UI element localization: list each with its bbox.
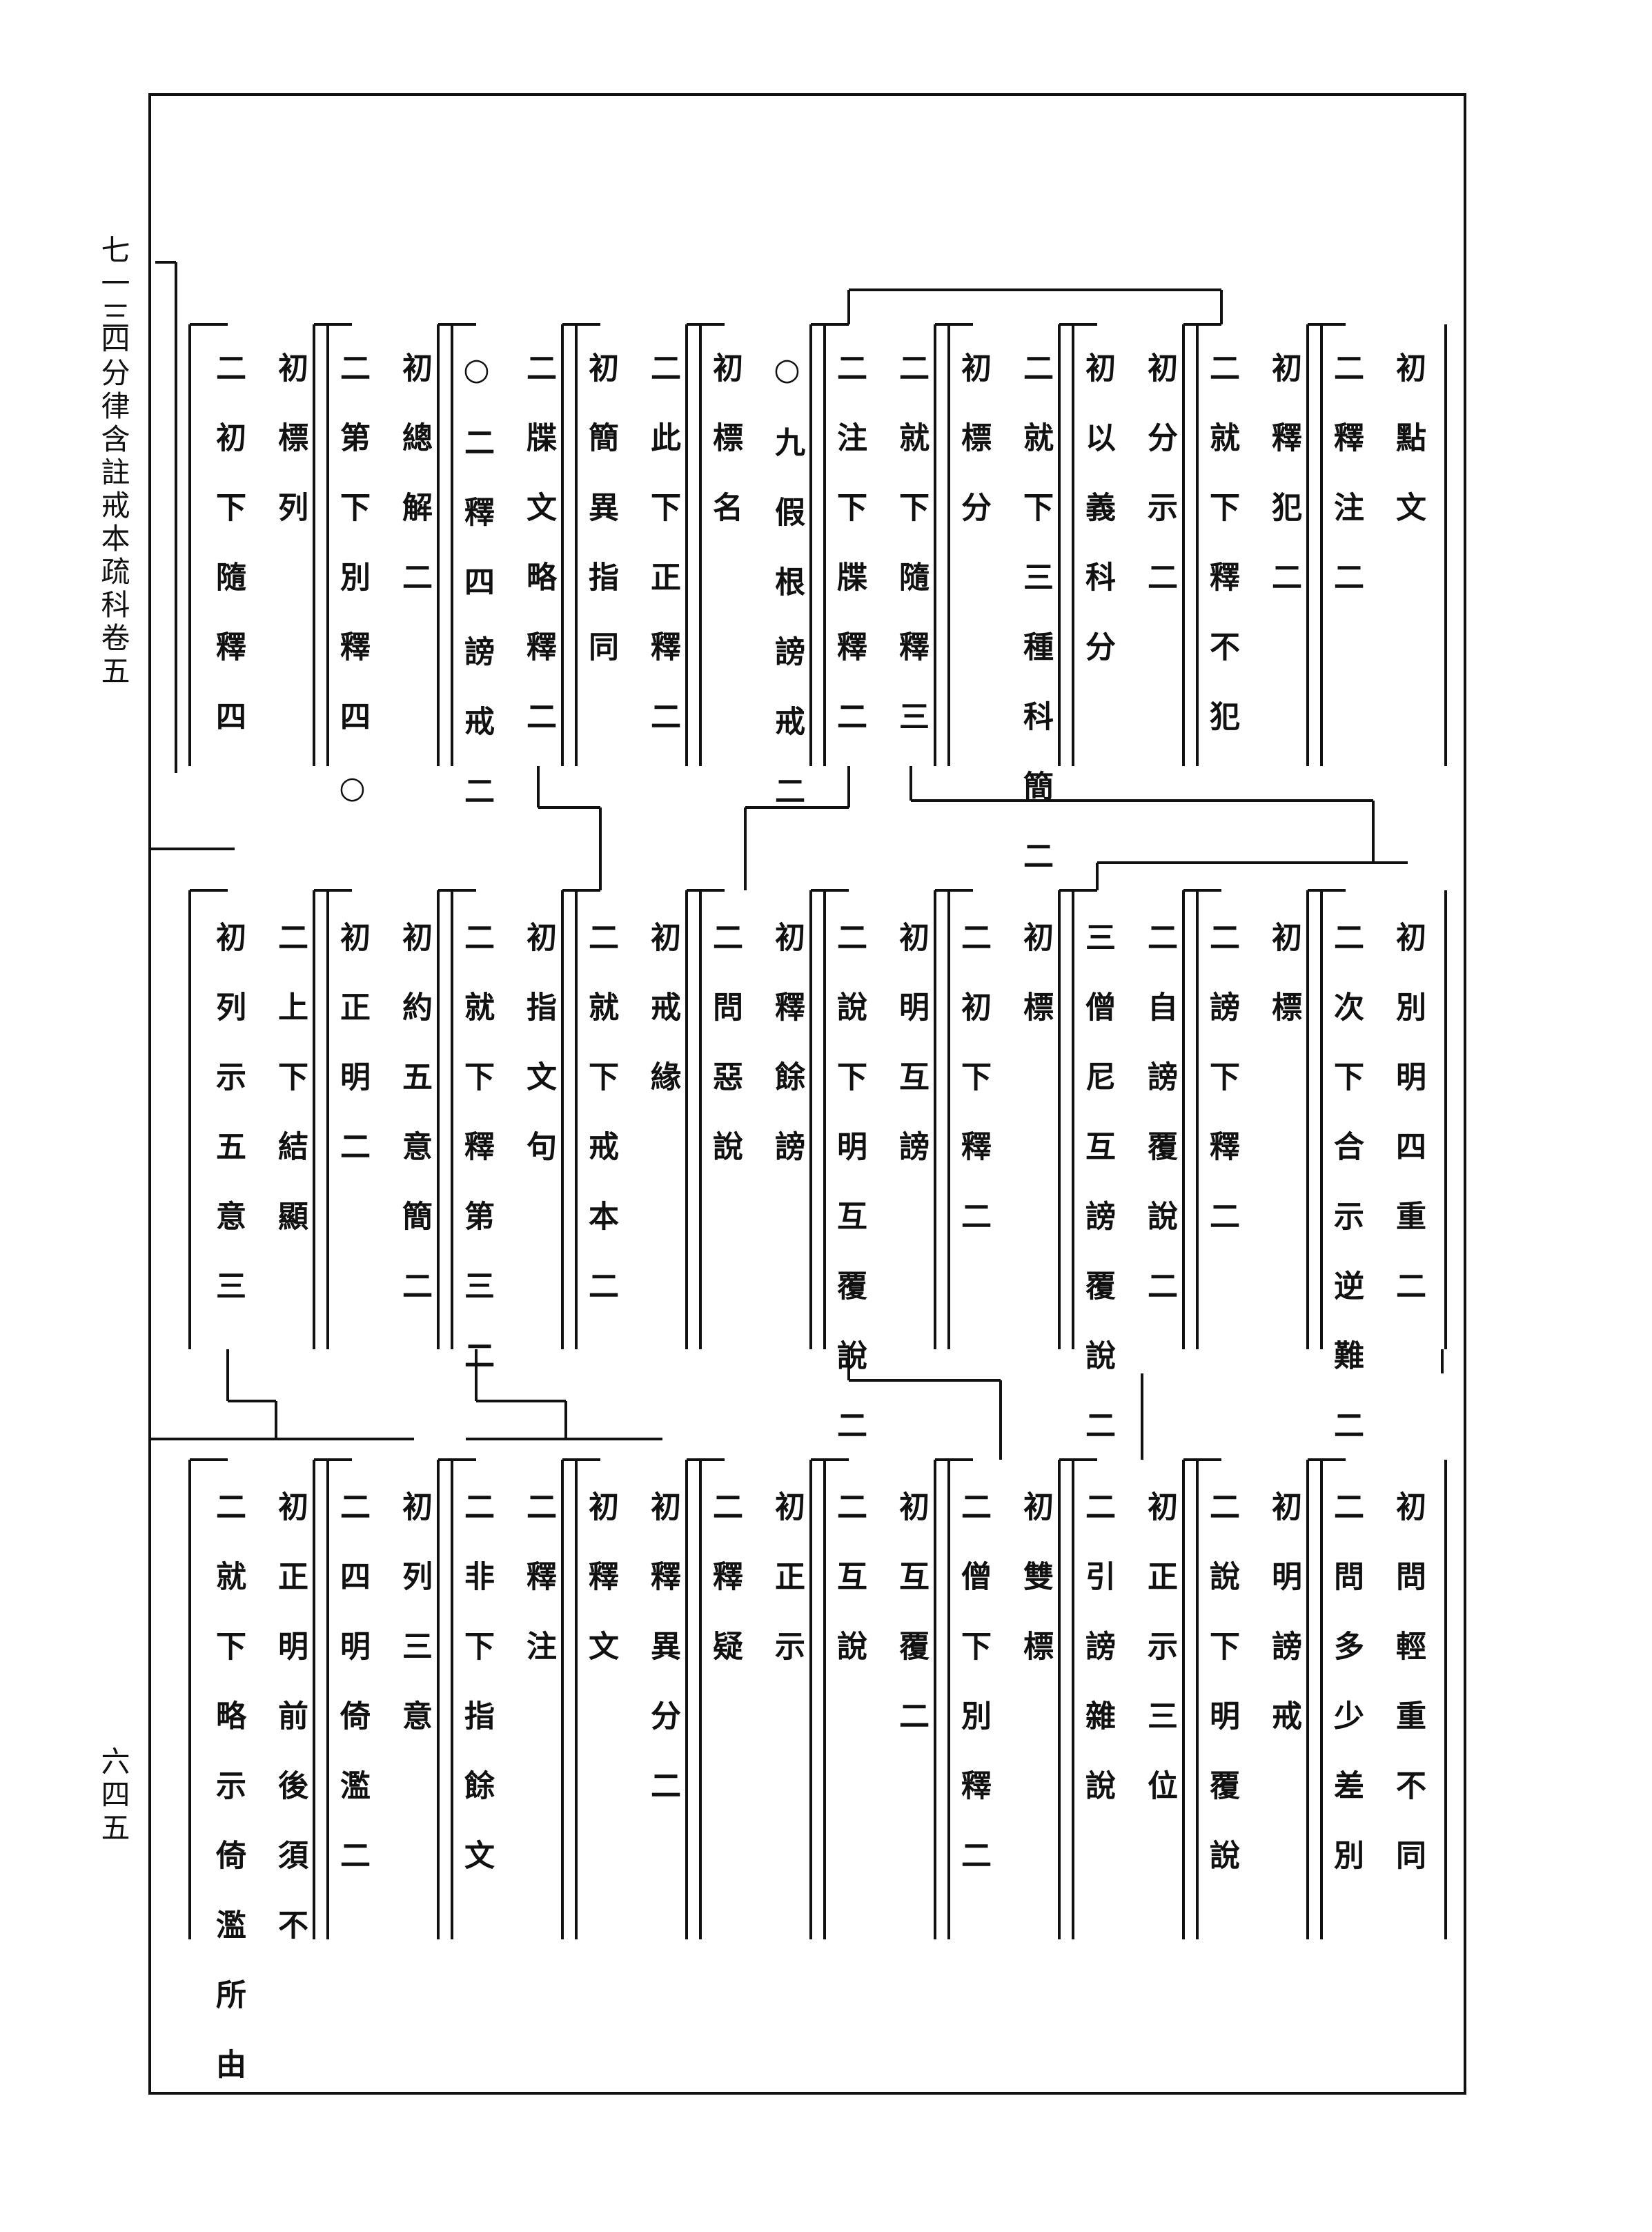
outline-cell: 初正明前後須不 bbox=[273, 1491, 308, 1979]
outline-cell: 初正示三位 bbox=[1142, 1491, 1177, 1839]
outline-cell: 二就下隨釋三 bbox=[894, 352, 929, 770]
outline-cell: 二互說 bbox=[832, 1491, 867, 1700]
outline-cell: 初列示五意三 bbox=[210, 921, 246, 1340]
outline-cell: 二釋疑 bbox=[707, 1491, 743, 1700]
outline-cell: 二初下隨釋四 bbox=[210, 352, 246, 770]
outline-cell: 初列三意 bbox=[397, 1491, 432, 1770]
outline-cell: 二釋注二 bbox=[1328, 352, 1364, 631]
outline-cell: 二初下釋二 bbox=[956, 921, 991, 1270]
outline-cell: 二就下略示倚濫所由 bbox=[210, 1491, 246, 2118]
page-number-label: 七一三 bbox=[97, 235, 130, 334]
outline-cell: 二說下明覆說 bbox=[1204, 1491, 1239, 1909]
outline-cell: 二自謗覆說二 bbox=[1142, 921, 1177, 1340]
outline-cell: 初別明四重二 bbox=[1390, 921, 1426, 1340]
outline-cell: 初釋文 bbox=[583, 1491, 618, 1700]
outline-cell: ○二釋四謗戒二 bbox=[459, 352, 494, 845]
outline-cell: 初以義科分 bbox=[1080, 352, 1115, 701]
outline-cell: 二僧下別釋二 bbox=[956, 1491, 991, 1909]
outline-cell: 二就下三種科簡二 bbox=[1018, 352, 1053, 910]
outline-cell: 二就下戒本二 bbox=[583, 921, 618, 1340]
outline-cell: 二上下結顯 bbox=[273, 921, 308, 1270]
outline-cell: 初問輕重不同 bbox=[1390, 1491, 1426, 1909]
outline-cell: 初釋犯二 bbox=[1266, 352, 1301, 631]
outline-cell: 二釋注 bbox=[521, 1491, 556, 1700]
outline-cell: 初標列 bbox=[273, 352, 308, 561]
outline-cell: 二四明倚濫二 bbox=[335, 1491, 370, 1909]
folio-number: 六四五 bbox=[97, 1746, 130, 1846]
outline-cell: 二問多少差別 bbox=[1328, 1491, 1364, 1909]
page-border bbox=[148, 93, 1466, 2095]
outline-cell: 二問惡說 bbox=[707, 921, 743, 1200]
outline-cell: 初互覆二 bbox=[894, 1491, 929, 1770]
outline-cell: 初戒緣 bbox=[645, 921, 680, 1130]
outline-cell: 初點文 bbox=[1390, 352, 1426, 561]
outline-cell: 初明謗戒 bbox=[1266, 1491, 1301, 1770]
outline-cell: 初分示二 bbox=[1142, 352, 1177, 631]
outline-cell: 初正明二 bbox=[335, 921, 370, 1200]
outline-cell: 二牒文略釋二 bbox=[521, 352, 556, 770]
outline-cell: 初雙標 bbox=[1018, 1491, 1053, 1700]
outline-cell: 初釋異分二 bbox=[645, 1491, 680, 1839]
outline-cell: 初釋餘謗 bbox=[769, 921, 805, 1200]
outline-cell: ○九假根謗戒二 bbox=[769, 352, 805, 845]
outline-cell: 初標 bbox=[1018, 921, 1053, 1061]
outline-cell: 初標分 bbox=[956, 352, 991, 561]
outline-cell: 三僧尼互謗覆說二 bbox=[1080, 921, 1115, 1479]
outline-cell: 二非下指餘文 bbox=[459, 1491, 494, 1909]
outline-cell: 二說下明互覆說二 bbox=[832, 921, 867, 1479]
outline-cell: 初約五意簡二 bbox=[397, 921, 432, 1340]
outline-cell: 初指文句 bbox=[521, 921, 556, 1200]
outline-cell: 初明互謗 bbox=[894, 921, 929, 1200]
outline-cell: 初標 bbox=[1266, 921, 1301, 1061]
outline-cell: 二就下釋第三二 bbox=[459, 921, 494, 1409]
book-title: 四分律含註戒本疏科卷五 bbox=[97, 324, 130, 689]
outline-cell: 二引謗雜說 bbox=[1080, 1491, 1115, 1839]
outline-cell: 初總解二 bbox=[397, 352, 432, 631]
outline-cell: 初簡異指同 bbox=[583, 352, 618, 701]
outline-cell: 二謗下釋二 bbox=[1204, 921, 1239, 1270]
outline-cell: 二此下正釋二 bbox=[645, 352, 680, 770]
outline-cell: 初正示 bbox=[769, 1491, 805, 1700]
outline-cell: 二第下別釋四○ bbox=[335, 352, 370, 845]
outline-cell: 二就下釋不犯 bbox=[1204, 352, 1239, 770]
outline-cell: 初標名 bbox=[707, 352, 743, 561]
outline-cell: 二次下合示逆難二 bbox=[1328, 921, 1364, 1479]
outline-cell: 二注下牒釋二 bbox=[832, 352, 867, 770]
